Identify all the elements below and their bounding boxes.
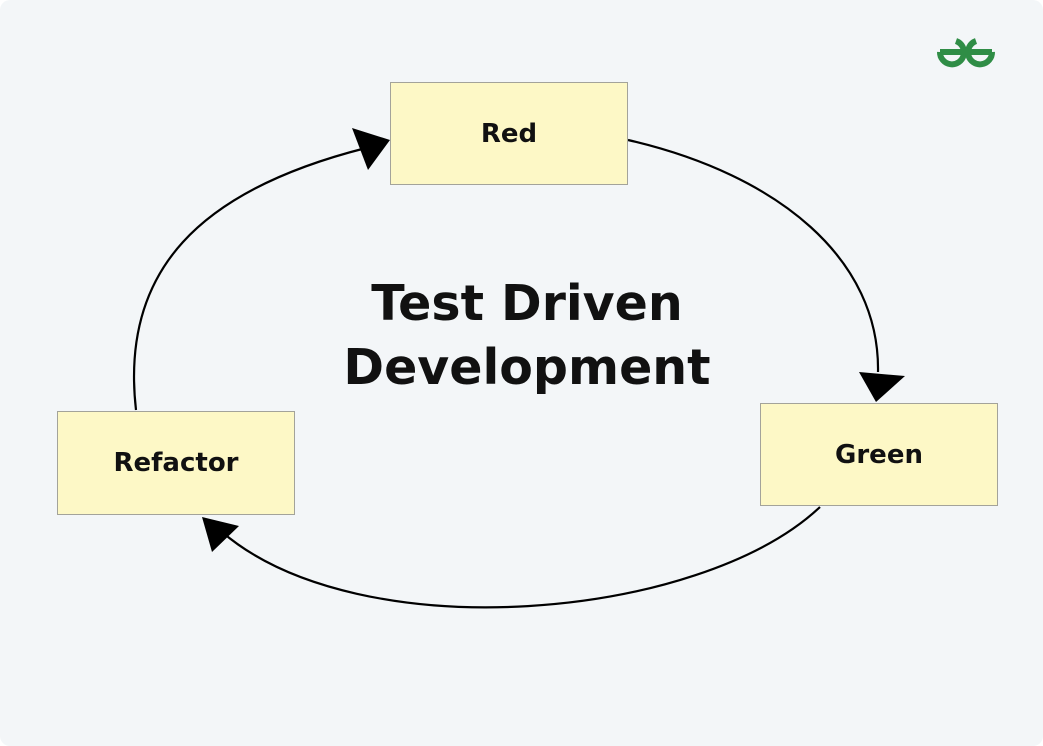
node-green-label: Green <box>835 439 923 470</box>
node-refactor-label: Refactor <box>113 448 239 478</box>
title-line-2: Development <box>343 339 711 396</box>
geeksforgeeks-logo-icon <box>936 38 996 68</box>
arrow-red-to-green <box>627 138 880 373</box>
arrowhead-refactor <box>202 517 239 552</box>
title-line-1: Test Driven <box>371 275 683 332</box>
node-green: Green <box>760 403 998 506</box>
node-red-label: Red <box>480 118 538 149</box>
diagram-title: Test Driven Development <box>280 272 774 400</box>
arrowhead-green <box>859 372 905 402</box>
arrow-refactor-to-red <box>132 146 367 411</box>
node-red: Red <box>390 82 628 185</box>
node-refactor: Refactor <box>57 411 295 515</box>
arrowhead-red <box>352 128 390 170</box>
arrow-green-to-refactor <box>221 506 821 609</box>
